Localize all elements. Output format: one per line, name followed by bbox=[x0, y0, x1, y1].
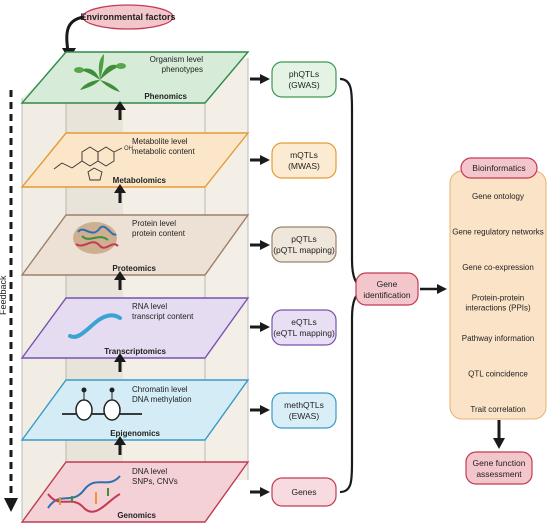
layer-title: Transcriptomics bbox=[104, 347, 166, 356]
qtl-method: (eQTL mapping) bbox=[273, 328, 335, 338]
qtl-label: pQTLs bbox=[291, 234, 317, 244]
stack-column bbox=[21, 58, 249, 520]
gene-function-assessment: Gene function assessment bbox=[465, 451, 533, 485]
qtl-label: methQTLs bbox=[284, 400, 324, 410]
layer-epigenomics: Chromatin level DNA methylation Epigenom… bbox=[20, 379, 250, 441]
feedback-arrow: Feedback bbox=[0, 90, 18, 512]
arrow-to-gene-function bbox=[493, 420, 505, 449]
layer-desc-2: metabolic content bbox=[132, 147, 195, 156]
qtl-method: (MWAS) bbox=[288, 161, 320, 171]
qtl-label: mQTLs bbox=[290, 150, 318, 160]
layer-desc-2: protein content bbox=[132, 229, 186, 238]
layer-desc-2: SNPs, CNVs bbox=[132, 477, 178, 486]
qtl-box-phqtls: phQTLs (GWAS) bbox=[271, 61, 337, 98]
layer-metabolomics: OH Metabolite level metabolic content Me… bbox=[20, 132, 250, 188]
layer-desc-2: DNA methylation bbox=[132, 395, 192, 404]
layer-proteomics: Protein level protein content Proteomics bbox=[20, 214, 250, 276]
layer-desc-2: phenotypes bbox=[162, 65, 203, 74]
layer-title: Phenomics bbox=[144, 92, 187, 101]
layer-desc-1: Metabolite level bbox=[132, 137, 188, 146]
gene-identification-line2: identification bbox=[363, 290, 411, 300]
layer-desc-1: RNA level bbox=[132, 302, 167, 311]
environmental-factors-label: Environmental factors bbox=[80, 12, 175, 22]
plant-icon bbox=[74, 54, 126, 92]
layer-transcriptomics: RNA level transcript content Transcripto… bbox=[20, 297, 250, 359]
qtl-label: eQTLs bbox=[291, 317, 317, 327]
bioinformatics-item: Gene co-expression bbox=[462, 263, 534, 272]
chromatin-icon bbox=[62, 387, 142, 421]
qtl-box-pqtls: pQTLs (pQTL mapping) bbox=[271, 226, 337, 263]
bioinformatics-item: Pathway information bbox=[462, 334, 534, 343]
layer-up-arrows bbox=[114, 101, 126, 455]
dna-helix-icon bbox=[47, 475, 121, 513]
omics-layers: Organism level phenotypes Phenomics OH M… bbox=[20, 51, 250, 523]
bioinformatics-item: Protein-protein bbox=[472, 294, 524, 303]
bioinformatics-item: Gene regulatory networks bbox=[452, 228, 544, 237]
bioinformatics-title: Bioinformatics bbox=[472, 163, 525, 173]
layer-desc-2: transcript content bbox=[132, 312, 194, 321]
layer-desc-1: Chromatin level bbox=[132, 385, 188, 394]
bioinformatics-item: interactions (PPIs) bbox=[465, 304, 531, 313]
rna-icon bbox=[68, 313, 122, 339]
qtl-boxes: phQTLs (GWAS) mQTLs (MWAS) pQTLs (pQTL m… bbox=[271, 61, 337, 507]
bioinformatics-item: QTL coincidence bbox=[468, 370, 528, 379]
feedback-label: Feedback bbox=[0, 275, 8, 315]
bioinformatics-item: Gene ontology bbox=[472, 192, 524, 201]
layer-genomics: DNA level SNPs, CNVs Genomics bbox=[20, 461, 250, 523]
layer-desc-1: DNA level bbox=[132, 467, 167, 476]
gene-function-line2: assessment bbox=[476, 469, 522, 479]
qtl-method: (EWAS) bbox=[289, 411, 320, 421]
qtl-box-methqtls: methQTLs (EWAS) bbox=[271, 392, 337, 429]
layer-title: Genomics bbox=[117, 511, 156, 520]
qtl-label: Genes bbox=[291, 487, 316, 497]
layer-title: Epigenomics bbox=[110, 429, 160, 438]
layer-title: Metabolomics bbox=[113, 176, 167, 185]
qtl-label: phQTLs bbox=[289, 69, 319, 79]
qtl-method: (pQTL mapping) bbox=[273, 245, 335, 255]
protein-structure-icon bbox=[73, 222, 119, 254]
qtl-box-mqtls: mQTLs (MWAS) bbox=[271, 142, 337, 179]
layer-phenomics: Organism level phenotypes Phenomics bbox=[20, 51, 250, 104]
metabolite-structure-icon: OH bbox=[53, 146, 133, 181]
qtl-box-eqtls: eQTLs (eQTL mapping) bbox=[271, 309, 337, 346]
bioinformatics-item: Trait correlation bbox=[470, 405, 525, 414]
arrow-to-bioinformatics bbox=[420, 284, 447, 294]
layer-title: Proteomics bbox=[112, 264, 156, 273]
qtl-box-genes: Genes bbox=[271, 477, 337, 507]
gene-identification: Gene identification bbox=[355, 272, 419, 306]
gene-function-line1: Gene function bbox=[473, 458, 526, 468]
qtl-arrows bbox=[250, 74, 270, 497]
gene-identification-line1: Gene bbox=[377, 279, 398, 289]
layer-desc-1: Organism level bbox=[150, 55, 204, 64]
layer-desc-1: Protein level bbox=[132, 219, 176, 228]
qtl-method: (GWAS) bbox=[288, 80, 319, 90]
svg-text:OH: OH bbox=[124, 146, 133, 152]
